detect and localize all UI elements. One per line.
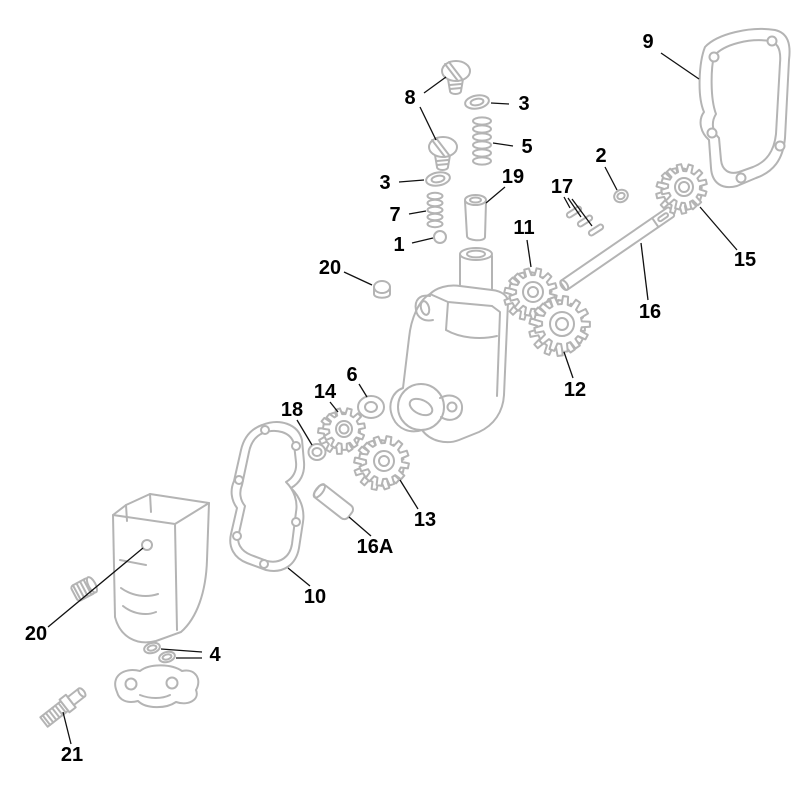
callout-4: 4 (209, 644, 221, 666)
part-3-o-rings (425, 94, 490, 187)
leader-lines (47, 52, 738, 745)
leader-18 (296, 419, 313, 446)
part-2-ring (613, 188, 629, 204)
leader-8b (419, 106, 437, 141)
callout-3-upper: 3 (518, 93, 530, 115)
part-gear-12 (528, 295, 591, 357)
part-gear-15 (655, 163, 708, 215)
part-pump-body (389, 247, 509, 444)
leader-1 (411, 237, 434, 244)
part-18-o-ring (307, 443, 327, 461)
callout-2: 2 (595, 145, 607, 167)
part-1-ball (433, 230, 447, 244)
leader-8a (423, 76, 447, 94)
leader-20-upper (343, 271, 373, 286)
part-gear-14 (317, 407, 366, 455)
part-21-fitting (39, 687, 87, 728)
callout-10: 10 (303, 586, 327, 608)
callout-12: 12 (563, 379, 587, 401)
callout-9: 9 (642, 31, 654, 53)
callout-1: 1 (393, 234, 405, 256)
leader-17c (571, 198, 593, 227)
part-20-plug-lower (70, 576, 98, 602)
part-5-spring (472, 116, 492, 166)
leader-13 (399, 479, 419, 510)
leader-3-lower (398, 179, 425, 183)
callout-5: 5 (521, 136, 533, 158)
leader-7 (408, 210, 427, 215)
leader-16a (348, 516, 372, 537)
pump-gears (317, 163, 708, 491)
leader-16 (640, 242, 649, 301)
part-8-screws (428, 60, 471, 171)
callout-13: 13 (413, 509, 437, 531)
callout-16: 16 (638, 301, 662, 323)
callout-6: 6 (346, 364, 358, 386)
leader-19 (485, 186, 506, 204)
callout-16a: 16A (356, 536, 394, 558)
part-19-tube (464, 194, 487, 242)
callout-19: 19 (501, 166, 525, 188)
part-pump-cover (112, 493, 210, 644)
part-10-gasket (229, 421, 306, 572)
part-16-shaft (559, 206, 676, 291)
leader-14 (329, 401, 339, 413)
leader-17b (567, 197, 582, 218)
leader-6 (358, 383, 368, 398)
leader-5 (492, 142, 514, 147)
leader-4a (160, 648, 203, 653)
callout-20-upper: 20 (318, 257, 342, 279)
part-20-plug-upper (373, 280, 391, 299)
leader-3-upper (490, 102, 510, 105)
leader-10 (287, 567, 311, 587)
leader-15 (699, 206, 738, 251)
callout-18: 18 (280, 399, 304, 421)
leader-21 (62, 711, 72, 745)
part-gear-13 (353, 435, 410, 491)
leader-11 (526, 239, 532, 268)
leader-12 (563, 351, 574, 379)
part-17-keys (565, 205, 605, 237)
leader-17a (563, 196, 571, 209)
part-7-spring (426, 191, 444, 229)
leader-9 (660, 52, 700, 80)
callout-11: 11 (513, 217, 535, 239)
callout-3-lower: 3 (379, 172, 391, 194)
callout-17: 17 (550, 176, 574, 198)
callout-7: 7 (389, 204, 401, 226)
callout-8: 8 (404, 87, 416, 109)
callout-14: 14 (313, 381, 337, 403)
leader-20-lower (47, 547, 144, 628)
callout-15: 15 (733, 249, 757, 271)
part-bottom-cover (114, 664, 200, 709)
callout-21: 21 (60, 744, 84, 766)
part-6-washer (357, 395, 385, 419)
part-9-cover-plate (698, 28, 791, 188)
leader-2 (604, 166, 618, 191)
parts-artwork (39, 28, 791, 728)
part-4-o-rings (143, 641, 176, 664)
part-16a-pin (312, 483, 355, 521)
callout-20-lower: 20 (24, 623, 48, 645)
